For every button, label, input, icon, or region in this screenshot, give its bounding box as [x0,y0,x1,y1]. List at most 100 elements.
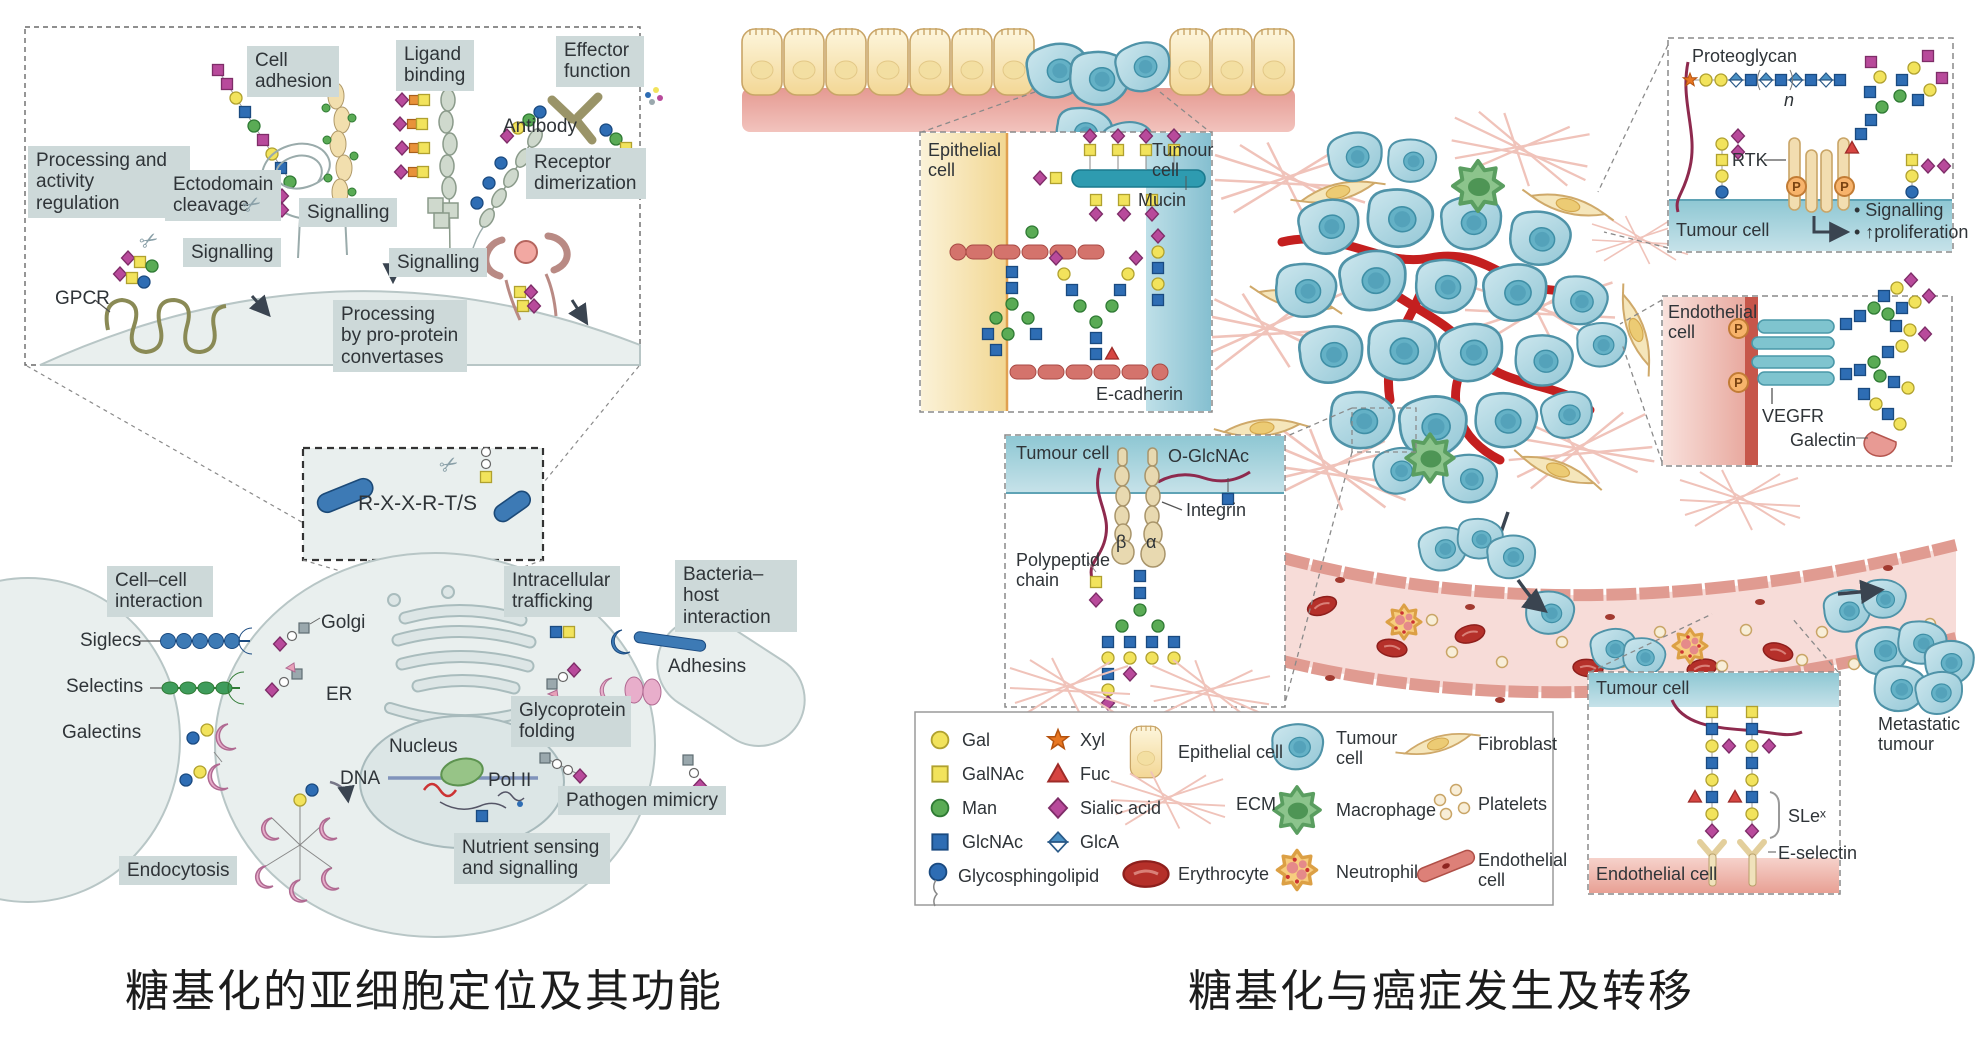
phospho-badge: P [1728,372,1749,393]
label-slex: SLeˣ [1788,806,1826,826]
label-adhesins: Adhesins [668,656,747,677]
inset-connectors [921,44,1839,704]
label-tumour-cell-2: Tumour cell [1016,443,1110,463]
label-glycoprotein-folding: Glycoprotein folding [511,696,631,747]
legend-epithelial-cell: Epithelial cell [1178,742,1284,762]
galectins-art [179,723,237,791]
label-galectin: Galectin [1790,430,1857,450]
cell-adhesion-glycoprotein [321,82,359,256]
legend-platelets: Platelets [1478,794,1548,814]
label-siglecs: Siglecs [80,630,142,651]
label-vegfr: VEGFR [1762,406,1825,426]
convertase-inset [301,446,545,589]
legend-macrophage: Macrophage [1336,800,1437,820]
receptor-dimer [482,232,571,321]
label-cell-cell-interaction: Cell–cell interaction [107,566,213,617]
legend-fibroblast: Fibroblast [1478,734,1558,754]
legend-tumour-cell: Tumour cell [1336,728,1398,769]
left-panel-membrane-inset [24,26,663,576]
label-integrin-alpha: α [1146,532,1157,552]
caption-left: 糖基化的亚细胞定位及其功能 [125,967,723,1016]
label-pol-ii: Pol II [488,770,532,791]
label-tumour-cell-3: Tumour cell [1676,220,1770,240]
label-endothelial-cell-1: Endothelial cell [1668,302,1758,343]
blood-vessel [1246,515,1958,709]
endocytosis-art [254,780,355,903]
label-e-cadherin: E-cadherin [1096,384,1184,404]
label-gpcr: GPCR [55,288,110,309]
label-rtk-proliferation: • ↑proliferation [1854,222,1969,242]
label-pathogen-mimicry: Pathogen mimicry [558,786,727,816]
label-e-selectin: E-selectin [1778,843,1858,863]
label-endothelial-cell-2: Endothelial cell [1596,864,1718,884]
label-cleavage-motif: R-X-X-R-T/S [358,492,477,515]
label-proteoglycan: Proteoglycan [1692,46,1798,66]
label-o-glcnac: O-GlcNAc [1168,446,1249,466]
phospho-badge: P [1728,318,1749,339]
caption-right: 糖基化与癌症发生及转移 [1188,967,1694,1016]
integrin-art [1111,447,1166,568]
label-rtk: RTK [1732,150,1768,170]
label-antibody: Antibody [503,116,577,137]
label-effector-function: Effector function [556,36,644,87]
ligand-binding-receptor [392,88,459,256]
label-epithelial-cell-1: Epithelial cell [928,140,1002,181]
proteoglycan-chain [1682,69,1847,91]
selectin-inset [1587,671,1841,895]
rtk-inset [1667,37,1954,253]
label-ectodomain-cleavage: Ectodomain cleavage [165,170,281,221]
slex-stalks [1687,705,1780,839]
epithelial-tumour-inset [919,128,1213,413]
legend-erythrocyte: Erythrocyte [1178,864,1270,884]
legend-endothelial-cell: Endothelial cell [1478,850,1568,891]
label-dna: DNA [340,768,381,789]
label-signalling-right: Signalling [389,248,488,278]
label-endocytosis: Endocytosis [119,856,238,886]
vegfr-art [1751,319,1835,386]
legend-ecm: ECM [1236,794,1276,814]
bacterium [539,617,806,794]
integrin-inset [1004,434,1286,730]
label-integrin-beta: β [1116,532,1127,552]
legend-fuc: Fuc [1080,764,1111,784]
legend-glycosphingolipid: Glycosphingolipid [958,866,1100,886]
legend-galnac: GalNAc [962,764,1025,784]
e-cadherin-art [949,225,1169,381]
label-tumour-cell-1: Tumour cell [1152,140,1214,181]
legend-sialic-acid: Sialic acid [1080,798,1162,818]
e-selectin-art [1697,839,1776,887]
siglecs-art [140,617,321,655]
label-er: ER [326,684,353,705]
gpcr-squiggle [94,250,227,355]
label-signalling-left: Signalling [183,238,282,268]
epithelial-strip [741,27,1295,171]
label-bacteria-host-interaction: Bacteria–host interaction [675,560,797,633]
label-intracellular-trafficking: Intracellular trafficking [504,566,620,617]
antibody-structure [499,87,663,164]
legend-xyl: Xyl [1080,730,1106,750]
selectins-art [150,662,303,705]
label-mucin: Mucin [1138,190,1187,210]
metastatic-tumour-cluster [1853,616,1977,719]
legend-glca: GlcA [1080,832,1120,852]
label-selectins: Selectins [66,676,144,697]
label-ligand-binding: Ligand binding [396,40,474,91]
membrane-glycans [1715,128,1952,200]
label-processing-activity-regulation: Processing and activity regulation [28,146,190,219]
label-metastatic-tumour: Metastatic tumour [1878,714,1961,755]
phospho-badge: P [1786,176,1807,197]
legend-glcnac: GlcNAc [962,832,1024,852]
label-pro-protein-convertases: Processing by pro-protein convertases [333,300,467,373]
label-integrin: Integrin [1186,500,1247,520]
label-receptor-dimerization: Receptor dimerization [526,148,646,199]
vegfr-glycans [1839,272,1937,457]
phospho-badge: P [1834,176,1855,197]
legend-box [914,711,1554,907]
label-tumour-cell-4: Tumour cell [1596,678,1690,698]
nucleus-art [359,715,565,849]
label-cell-adhesion: Cell adhesion [247,46,339,97]
label-signalling-center: Signalling [299,198,398,228]
legend-gal: Gal [962,730,991,750]
label-rtk-signalling: • Signalling [1854,200,1944,220]
